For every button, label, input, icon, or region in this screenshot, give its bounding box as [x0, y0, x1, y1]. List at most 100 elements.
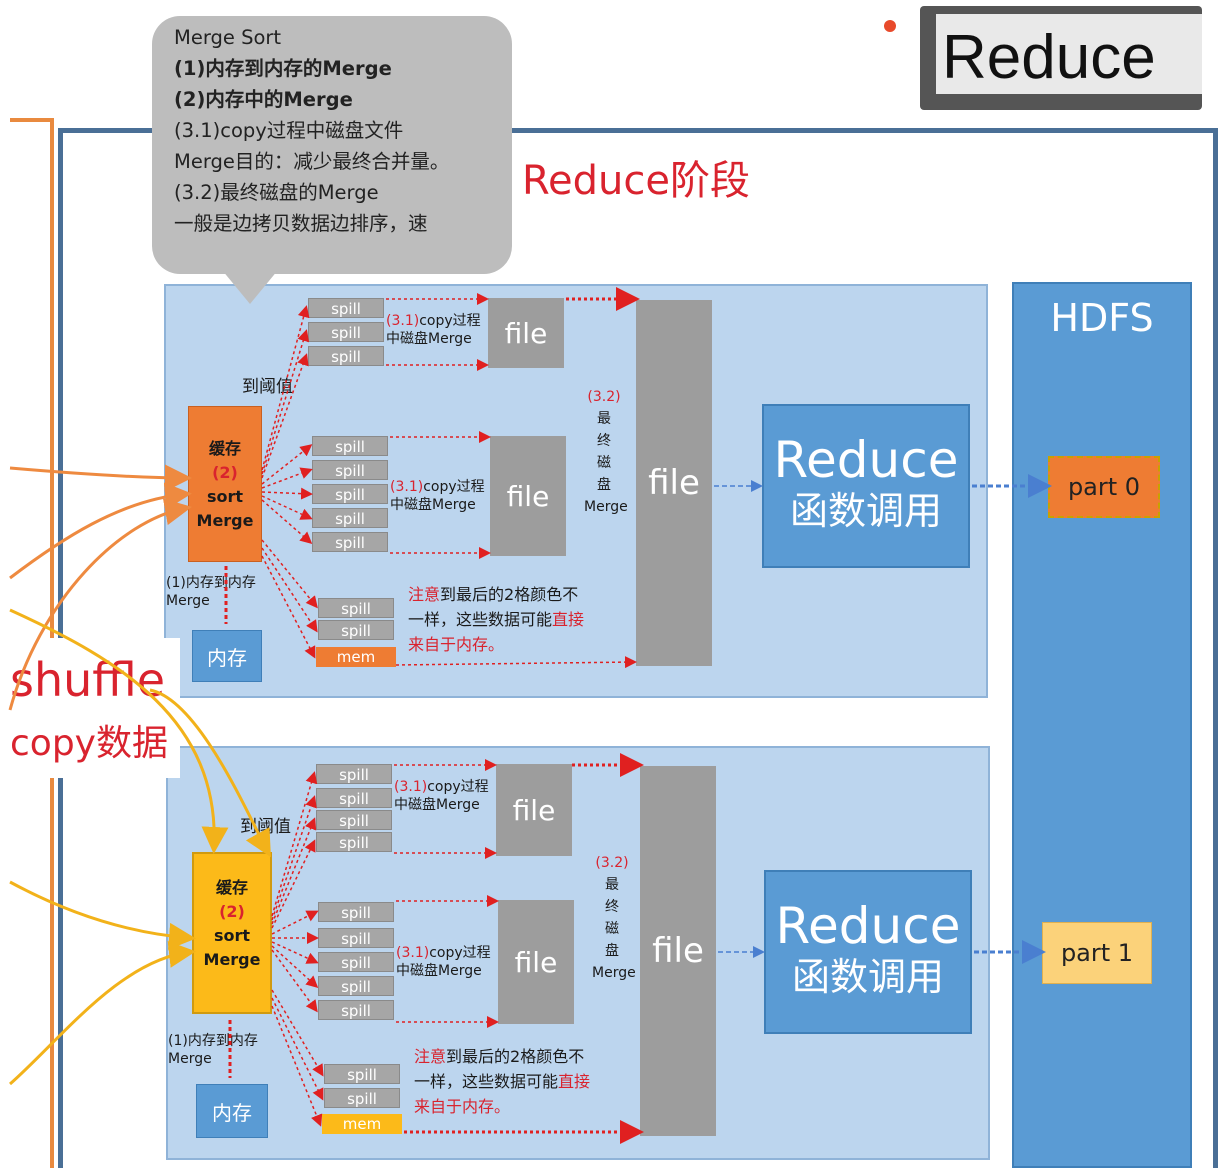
copy-merge-step: (3.1): [386, 313, 420, 329]
spill-block: spill: [312, 436, 388, 456]
copy-merge-step: (3.1): [394, 779, 428, 795]
shuffle-label-box: shuffle copy数据: [10, 638, 180, 778]
note-text: 注意到最后的2格颜色不 一样，这些数据可能直接 来自于内存。: [414, 1044, 590, 1119]
spill-block: spill: [308, 298, 384, 318]
final-merge-char: 磁: [597, 455, 611, 471]
merged-file: file: [498, 900, 574, 1024]
spill-block: spill: [318, 976, 394, 996]
mem-merge-line: Merge: [166, 593, 210, 609]
shuffle-arrows-bottom: [9, 608, 271, 1086]
hdfs-part-1: part 1: [1042, 922, 1152, 984]
copy-merge-text: 中磁盘Merge: [394, 797, 480, 813]
spill-block: spill: [316, 764, 392, 784]
spill-block: spill: [318, 620, 394, 640]
cache-sort-merge: 缓存 (2) sort Merge: [188, 406, 262, 562]
note-line: 一样，这些数据可能: [414, 1072, 559, 1091]
record-dot-icon: [884, 20, 896, 32]
reduce-function-title: Reduce: [773, 431, 959, 489]
hdfs-title: HDFS: [1050, 296, 1154, 340]
final-merge-step: (3.2): [595, 855, 629, 871]
threshold-label: 到阈值: [242, 377, 293, 397]
final-merge-char: 盘: [597, 477, 611, 493]
spill-block: spill: [318, 1000, 394, 1020]
hdfs-part-0: part 0: [1048, 456, 1160, 518]
final-merge-char: 终: [605, 899, 619, 915]
spill-block: spill: [318, 902, 394, 922]
copy-merge-text: copy过程: [429, 945, 491, 961]
callout-line: (1)内存到内存的Merge: [174, 57, 392, 80]
callout-line: Merge Sort: [174, 26, 282, 49]
spill-block: spill: [318, 952, 394, 972]
cache-label: 缓存: [208, 439, 241, 458]
copy-merge-step: (3.1): [390, 479, 424, 495]
callout-line: (3.2)最终磁盘的Merge: [174, 181, 379, 204]
shuffle-arrows-top: [8, 464, 192, 711]
cache-sort-merge: 缓存 (2) sort Merge: [192, 852, 272, 1014]
mem-block: mem: [322, 1114, 402, 1134]
shuffle-label: shuffle: [10, 653, 166, 707]
memory-box: 内存: [192, 630, 262, 682]
merged-file: file: [496, 764, 572, 856]
callout-line: Merge目的：减少最终合并量。: [174, 150, 450, 173]
spill-block: spill: [312, 532, 388, 552]
mem-merge-line: (1)内存到内存: [166, 575, 256, 591]
note-highlight: 注意: [408, 585, 441, 604]
copy-data-label: copy数据: [10, 723, 168, 764]
mem-to-mem-merge: (1)内存到内存 Merge: [168, 1032, 258, 1068]
reduce-function-box: Reduce 函数调用: [762, 404, 970, 568]
mem-to-mem-merge: (1)内存到内存 Merge: [166, 574, 256, 610]
note-highlight: 来自于内存。: [408, 635, 505, 654]
spill-block: spill: [308, 322, 384, 342]
final-file: file: [636, 300, 712, 666]
merged-file: file: [490, 436, 566, 556]
spill-block: spill: [316, 832, 392, 852]
spill-block: spill: [316, 788, 392, 808]
final-merge-char: 磁: [605, 921, 619, 937]
stage-title: Reduce阶段: [522, 158, 750, 204]
spill-block: spill: [318, 928, 394, 948]
copy-merge-text: 中磁盘Merge: [386, 331, 472, 347]
cache-sort: sort: [206, 487, 244, 506]
cache-step: (2): [212, 463, 238, 482]
cache-label: 缓存: [215, 878, 248, 897]
final-merge-step: (3.2): [587, 389, 621, 405]
spill-block: spill: [324, 1064, 400, 1084]
memory-box: 内存: [196, 1084, 268, 1138]
copy-merge-label: (3.1)copy过程 中磁盘Merge: [390, 478, 485, 514]
mem-merge-line: Merge: [168, 1051, 212, 1067]
final-disk-merge-label: (3.2) 最 终 磁 盘 Merge: [592, 852, 636, 984]
hdfs-column: HDFS: [1012, 282, 1192, 1168]
copy-merge-text: copy过程: [427, 779, 489, 795]
final-merge-text: Merge: [584, 499, 628, 515]
final-disk-merge-label: (3.2) 最 终 磁 盘 Merge: [584, 386, 628, 518]
note-highlight: 注意: [414, 1047, 447, 1066]
note-line: 到最后的2格颜色不: [446, 1047, 585, 1066]
copy-merge-label: (3.1)copy过程 中磁盘Merge: [386, 312, 481, 348]
spill-block: spill: [312, 484, 388, 504]
spill-fan-arrows-1: [261, 293, 637, 669]
copy-merge-label: (3.1)copy过程 中磁盘Merge: [394, 778, 489, 814]
file-merge-arrows-2: [404, 753, 644, 1144]
reduce-badge-label: Reduce: [942, 23, 1156, 92]
cache-sort: sort: [213, 926, 251, 945]
callout-line: (3.1)copy过程中磁盘文件: [174, 119, 404, 142]
final-merge-text: Merge: [592, 965, 636, 981]
cache-merge: Merge: [203, 950, 261, 969]
callout-line: 一般是边拷贝数据边排序，速: [174, 212, 428, 235]
reduce-function-box: Reduce 函数调用: [764, 870, 972, 1034]
final-merge-char: 最: [597, 411, 611, 427]
note-highlight: 直接: [552, 610, 585, 629]
callout-line: (2)内存中的Merge: [174, 88, 353, 111]
note-text: 注意到最后的2格颜色不 一样，这些数据可能直接 来自于内存。: [408, 582, 584, 657]
mem-block: mem: [316, 647, 396, 667]
note-line: 一样，这些数据可能: [408, 610, 553, 629]
note-highlight: 来自于内存。: [414, 1097, 511, 1116]
merge-sort-callout: Merge Sort (1)内存到内存的Merge (2)内存中的Merge (…: [152, 16, 512, 274]
spill-block: spill: [312, 460, 388, 480]
copy-merge-text: copy过程: [419, 313, 481, 329]
reduce-badge: Reduce: [920, 6, 1202, 110]
reduce-function-title: Reduce: [775, 897, 961, 955]
spill-block: spill: [316, 810, 392, 830]
callout-pointer: [222, 270, 278, 304]
